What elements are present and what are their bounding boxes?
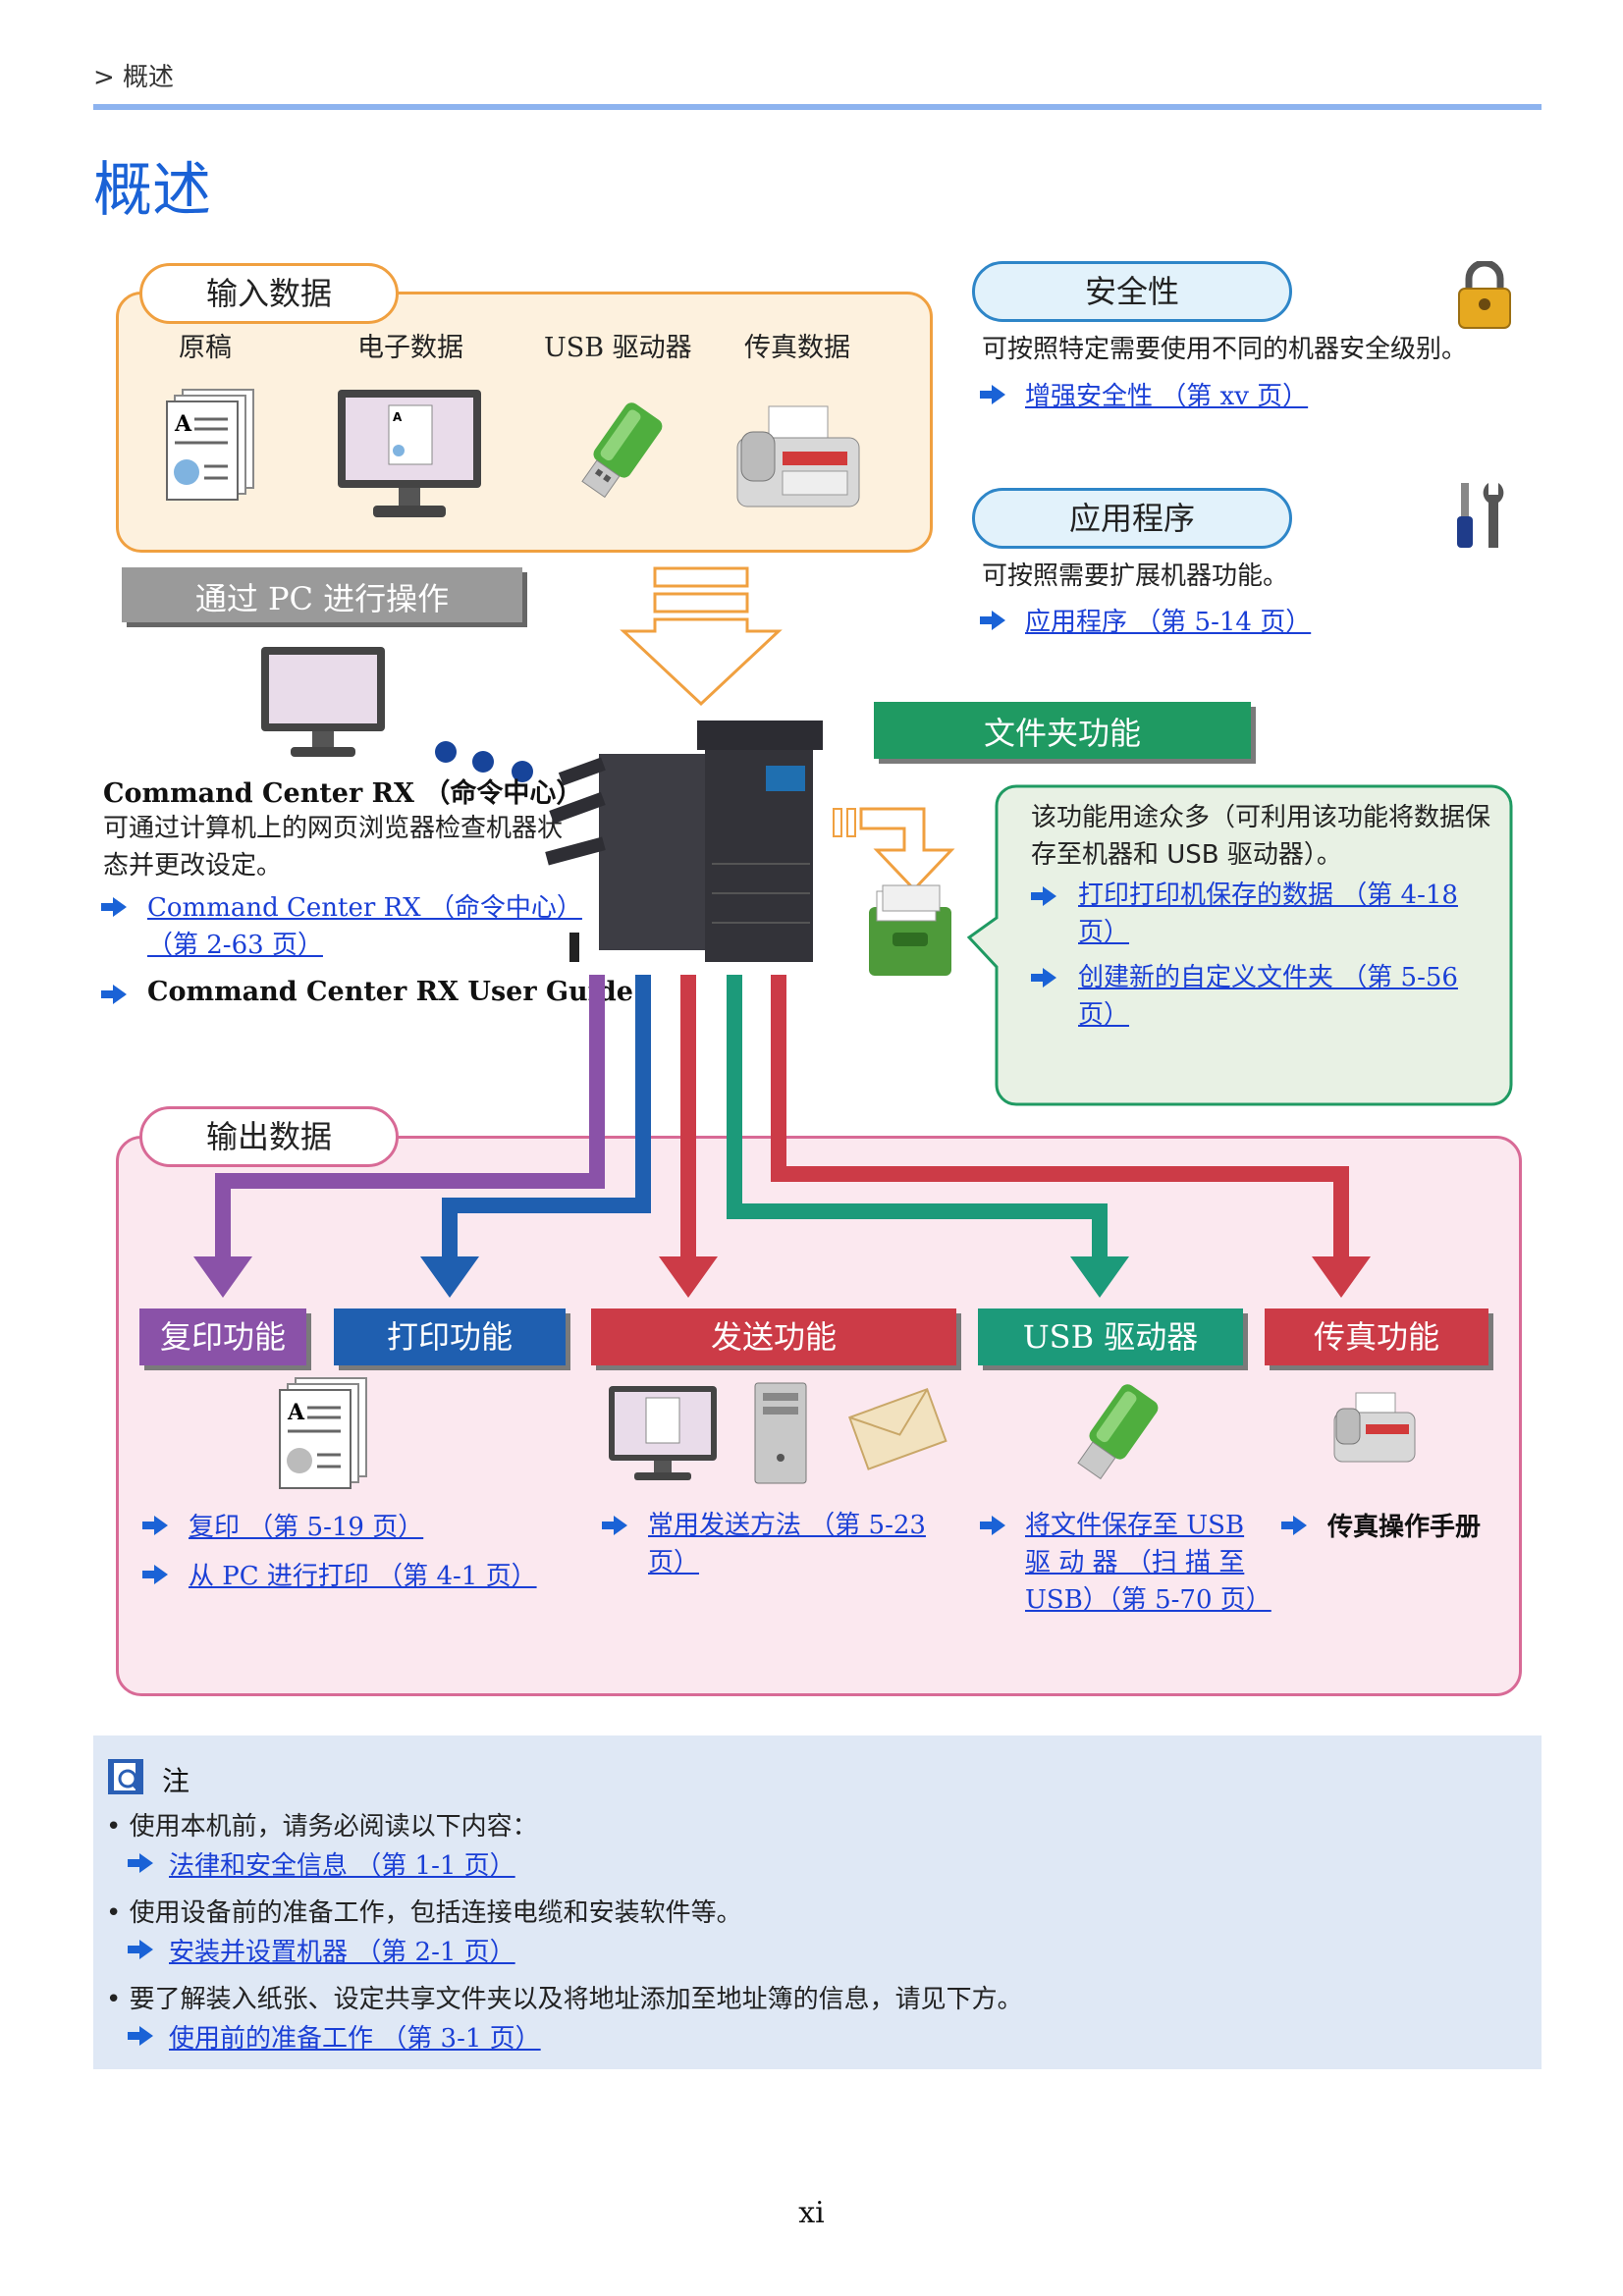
command-center-link-line2[interactable]: （第 2-63 页） xyxy=(147,931,323,960)
fax-function-label: 传真功能 xyxy=(1265,1308,1488,1365)
copy-document-icon: A xyxy=(279,1377,367,1489)
folder-function-label-text: 文件夹功能 xyxy=(983,715,1141,752)
folder-link-2-line1[interactable]: 创建新的自定义文件夹 （第 5-56 xyxy=(1078,963,1458,992)
security-desc: 可按照特定需要使用不同的机器安全级别。 xyxy=(982,335,1468,364)
svg-text:A: A xyxy=(287,1400,305,1425)
link-arrow-icon xyxy=(128,1853,153,1873)
input-item-original: 原稿 xyxy=(179,333,232,363)
folder-function-label xyxy=(874,702,1251,759)
input-data-label: 输入数据 xyxy=(139,263,399,324)
application-label: 应用程序 xyxy=(972,488,1292,549)
fax-output-icon xyxy=(1333,1392,1416,1463)
input-item-electronic: 电子数据 xyxy=(357,333,463,363)
note-item-3-text: 要了解装入纸张、设定共享文件夹以及将地址添加至地址簿的信息，请见下方。 xyxy=(129,1985,1023,2014)
send-monitor-icon xyxy=(609,1386,717,1480)
copy-function-label: 复印功能 xyxy=(139,1308,306,1365)
folder-link-2-line2[interactable]: 页） xyxy=(1078,1000,1130,1030)
output-data-label: 输出数据 xyxy=(139,1106,399,1167)
folder-link-1[interactable]: 打印打印机保存的数据 （第 4-18 页） xyxy=(1078,877,1458,951)
send-link-line1[interactable]: 常用发送方法 （第 5-23 xyxy=(648,1511,926,1540)
link-arrow-icon xyxy=(101,985,127,1004)
monitor-icon: A xyxy=(338,390,481,517)
pc-operation-label-text: 通过 PC 进行操作 xyxy=(194,580,450,617)
folder-arrow xyxy=(833,807,955,892)
link-arrow-icon xyxy=(142,1516,168,1535)
usb-save-link-line1[interactable]: 将文件保存至 USB xyxy=(1025,1511,1245,1540)
tools-icon xyxy=(1457,483,1504,548)
usb-save-link-line2[interactable]: 驱 动 器 （扫 描 至 xyxy=(1025,1548,1245,1577)
document-icon: A xyxy=(166,389,254,501)
link-arrow-icon xyxy=(980,385,1005,404)
note-item-1-text: 使用本机前，请务必阅读以下内容： xyxy=(129,1812,538,1842)
link-arrow-icon xyxy=(1031,968,1056,988)
link-arrow-icon xyxy=(1031,886,1056,906)
security-label: 安全性 xyxy=(972,261,1292,322)
pc-operation-label xyxy=(122,567,522,622)
server-icon xyxy=(754,1382,807,1484)
security-link[interactable]: 增强安全性 （第 xv 页） xyxy=(1025,382,1309,411)
note-title: 注 xyxy=(162,1765,190,1797)
link-arrow-icon xyxy=(1281,1516,1307,1535)
note-bullet-3: • 要了解装入纸张、设定共享文件夹以及将地址添加至地址簿的信息，请见下方。 xyxy=(106,1985,1023,2014)
folder-link-1-line1[interactable]: 打印打印机保存的数据 （第 4-18 xyxy=(1078,881,1458,910)
folder-link-2[interactable]: 创建新的自定义文件夹 （第 5-56 页） xyxy=(1078,959,1458,1034)
link-arrow-icon xyxy=(602,1516,627,1535)
note-panel xyxy=(93,1735,1542,2069)
note-item-2-text: 使用设备前的准备工作，包括连接电缆和安装软件等。 xyxy=(129,1898,742,1928)
mfp-machine-image xyxy=(545,721,823,962)
folder-link-1-line2[interactable]: 页） xyxy=(1078,918,1130,947)
usb-save-link-line3[interactable]: USB）（第 5-70 页） xyxy=(1025,1585,1271,1615)
link-arrow-icon xyxy=(101,897,127,917)
network-dots-icon xyxy=(435,741,533,782)
command-center-link-line1[interactable]: Command Center RX （命令中心） xyxy=(147,893,582,923)
note-icon xyxy=(108,1759,143,1794)
print-function-label: 打印功能 xyxy=(334,1308,566,1365)
note-link-preparation[interactable]: 使用前的准备工作 （第 3-1 页） xyxy=(169,2024,541,2054)
usb-drive-output-icon xyxy=(1077,1384,1159,1480)
breadcrumb[interactable]: > 概述 xyxy=(93,63,175,92)
output-flow-arrows xyxy=(193,975,1371,1298)
header-rule xyxy=(93,104,1542,110)
usb-drive-icon xyxy=(581,402,663,499)
usb-function-label: USB 驱动器 xyxy=(978,1308,1243,1365)
page-title: 概述 xyxy=(93,156,211,225)
command-center-desc: 可通过计算机上的网页浏览器检查机器状态并更改设定。 xyxy=(103,814,564,881)
input-item-usb: USB 驱动器 xyxy=(544,333,692,363)
svg-text:A: A xyxy=(174,411,192,437)
print-from-pc-link[interactable]: 从 PC 进行打印 （第 4-1 页） xyxy=(189,1562,537,1591)
svg-text:A: A xyxy=(393,410,403,424)
folder-desc: 该功能用途众多（可利用该功能将数据保存至机器和 USB 驱动器）。 xyxy=(1031,803,1491,870)
note-link-install-setup[interactable]: 安装并设置机器 （第 2-1 页） xyxy=(169,1938,515,1967)
command-center-guide: Command Center RX User Guide xyxy=(147,977,633,1007)
page-number: xi xyxy=(798,2196,825,2230)
send-link-line2[interactable]: 页） xyxy=(648,1548,700,1577)
copy-link[interactable]: 复印 （第 5-19 页） xyxy=(189,1513,424,1542)
send-link[interactable]: 常用发送方法 （第 5-23 页） xyxy=(648,1507,926,1581)
input-down-arrow xyxy=(620,566,783,707)
note-bullet-1: • 使用本机前，请务必阅读以下内容： xyxy=(106,1812,538,1842)
lock-icon xyxy=(1458,261,1511,329)
application-link[interactable]: 应用程序 （第 5-14 页） xyxy=(1025,608,1312,637)
folder-callout-bubble xyxy=(967,784,1513,1106)
pc-monitor-icon xyxy=(261,647,385,757)
email-envelope-icon xyxy=(848,1387,947,1470)
usb-save-link[interactable]: 将文件保存至 USB 驱 动 器 （扫 描 至 USB）（第 5-70 页） xyxy=(1025,1507,1271,1619)
send-function-label: 发送功能 xyxy=(591,1308,956,1365)
link-arrow-icon xyxy=(980,611,1005,630)
fax-machine-icon xyxy=(736,405,860,507)
command-center-link[interactable]: Command Center RX （命令中心） （第 2-63 页） xyxy=(147,889,582,964)
link-arrow-icon xyxy=(142,1565,168,1584)
fax-operation-guide: 传真操作手册 xyxy=(1327,1513,1482,1542)
link-arrow-icon xyxy=(980,1516,1005,1535)
command-center-title: Command Center RX （命令中心） xyxy=(103,778,583,809)
link-arrow-icon xyxy=(128,2026,153,2046)
folder-box-icon xyxy=(869,884,951,976)
input-item-fax: 传真数据 xyxy=(744,333,850,363)
application-desc: 可按照需要扩展机器功能。 xyxy=(982,561,1289,591)
note-bullet-2: • 使用设备前的准备工作，包括连接电缆和安装软件等。 xyxy=(106,1898,742,1928)
link-arrow-icon xyxy=(128,1940,153,1959)
note-link-legal-safety[interactable]: 法律和安全信息 （第 1-1 页） xyxy=(169,1851,515,1881)
